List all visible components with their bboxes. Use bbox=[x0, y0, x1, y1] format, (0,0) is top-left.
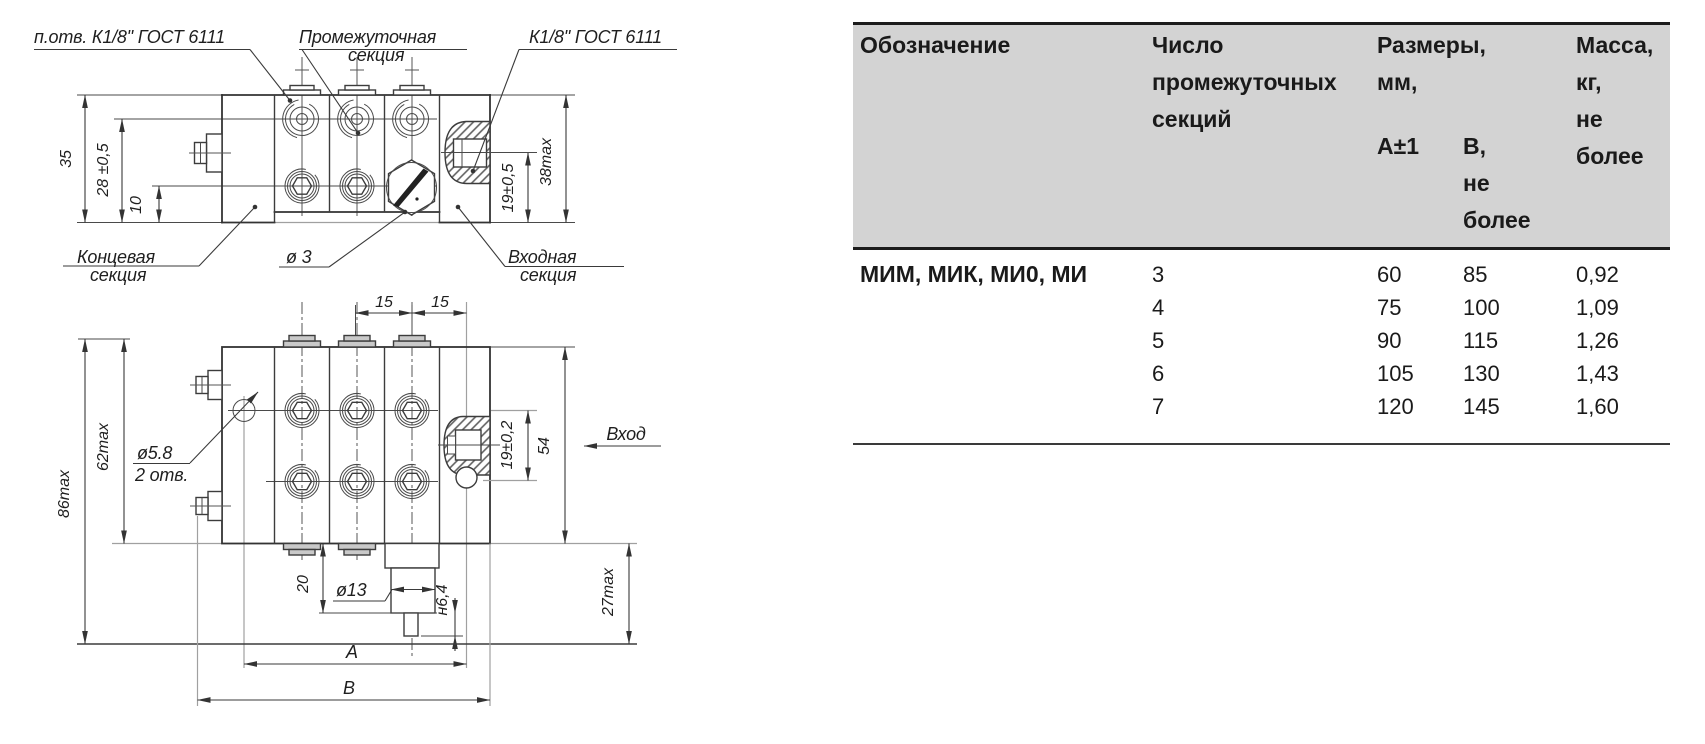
dim-35: 35 bbox=[58, 150, 75, 168]
front-inlet-fitting bbox=[441, 120, 494, 185]
row2-b: 115 bbox=[1463, 328, 1499, 353]
mounting-hole: ø5.8 2 отв. bbox=[133, 391, 259, 485]
label-end-section-1: Концевая bbox=[77, 247, 155, 267]
row0-b: 85 bbox=[1463, 262, 1488, 287]
top-view: ø5.8 2 отв. bbox=[56, 294, 661, 706]
table-header-background bbox=[853, 25, 1670, 247]
designation-value: МИМ, МИК, МИ0, МИ bbox=[860, 261, 1088, 287]
dim-19-02: 19±0,2 bbox=[499, 420, 516, 469]
row2-mass: 1,26 bbox=[1576, 328, 1619, 353]
row2-a: 90 bbox=[1377, 328, 1402, 353]
label-intermediate-2: секция bbox=[348, 45, 405, 65]
dim-15-right: 15 bbox=[431, 294, 449, 311]
dim-27max: 27max bbox=[600, 567, 617, 617]
dim-A: А bbox=[345, 642, 358, 662]
row0-a: 60 bbox=[1377, 262, 1402, 287]
header-dimensions: Размеры,мм, bbox=[1377, 32, 1486, 95]
row3-a: 105 bbox=[1377, 361, 1414, 386]
header-designation: Обозначение bbox=[860, 32, 1011, 58]
row0-mass: 0,92 bbox=[1576, 262, 1619, 287]
indicator-hex-plug bbox=[386, 159, 437, 216]
front-view: 35 28 ±0,5 10 19±0,5 38max п.отв. К1/8" … bbox=[34, 27, 677, 285]
front-labels: п.отв. К1/8" ГОСТ 6111 Промежуточная сек… bbox=[34, 27, 677, 285]
row3-sections: 6 bbox=[1152, 361, 1165, 386]
technical-drawing: 35 28 ±0,5 10 19±0,5 38max п.отв. К1/8" … bbox=[34, 27, 677, 706]
row1-sections: 4 bbox=[1152, 295, 1165, 320]
label-inlet: Вход bbox=[606, 424, 646, 444]
header-col-a: А±1 bbox=[1377, 133, 1420, 159]
dim-38max: 38max bbox=[538, 137, 555, 186]
dim-dia13: ø13 bbox=[336, 580, 367, 600]
row1-mass: 1,09 bbox=[1576, 295, 1619, 320]
row1-b: 100 bbox=[1463, 295, 1500, 320]
row0-sections: 3 bbox=[1152, 262, 1165, 287]
dim-20: 20 bbox=[295, 575, 312, 594]
row4-mass: 1,60 bbox=[1576, 394, 1619, 419]
table-border-bottom bbox=[853, 443, 1670, 445]
row1-a: 75 bbox=[1377, 295, 1402, 320]
table-border-header bbox=[853, 246, 1670, 250]
label-mount-hole-dia: ø5.8 bbox=[137, 443, 172, 463]
label-hole-note: п.отв. К1/8" ГОСТ 6111 bbox=[34, 27, 225, 47]
label-inlet-thread: К1/8" ГОСТ 6111 bbox=[529, 27, 662, 47]
label-mount-hole-qty: 2 отв. bbox=[134, 465, 188, 485]
dim-28: 28 ±0,5 bbox=[95, 143, 112, 197]
label-plug-dia: ø 3 bbox=[286, 247, 312, 267]
row3-b: 130 bbox=[1463, 361, 1500, 386]
label-input-section-1: Входная bbox=[508, 247, 577, 267]
dim-19-05: 19±0,5 bbox=[500, 163, 517, 212]
label-intermediate-1: Промежуточная bbox=[299, 27, 437, 47]
dim-86max: 86max bbox=[56, 469, 73, 518]
top-dimensions: 15 15 86max 62max 19±0,2 54 Вход 20 bbox=[56, 294, 661, 706]
dim-15-left: 15 bbox=[375, 294, 393, 311]
row4-b: 145 bbox=[1463, 394, 1500, 419]
dim-10: 10 bbox=[128, 196, 145, 214]
top-inlet-fitting bbox=[438, 415, 500, 489]
label-end-section-2: секция bbox=[90, 265, 147, 285]
dim-B: В bbox=[343, 678, 355, 698]
label-input-section-2: секция bbox=[520, 265, 577, 285]
row2-sections: 5 bbox=[1152, 328, 1165, 353]
table-border-top bbox=[853, 22, 1670, 25]
row4-a: 120 bbox=[1377, 394, 1414, 419]
row4-sections: 7 bbox=[1152, 394, 1165, 419]
dim-54: 54 bbox=[536, 437, 553, 455]
dim-62max: 62max bbox=[95, 422, 112, 471]
row3-mass: 1,43 bbox=[1576, 361, 1619, 386]
dim-n64: н6,4 bbox=[434, 584, 451, 615]
front-dimensions: 35 28 ±0,5 10 19±0,5 38max bbox=[58, 94, 569, 223]
